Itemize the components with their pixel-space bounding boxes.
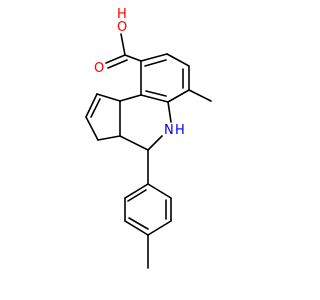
bond-c4-c3a xyxy=(119,135,149,151)
bond-ar-methyl xyxy=(188,89,212,102)
bond-tol-3 xyxy=(124,220,149,236)
bond-c2-c3 xyxy=(85,116,99,141)
bond-tol-1-inner xyxy=(127,189,147,202)
bonds xyxy=(85,33,212,269)
molecule-canvas: O H O N H xyxy=(85,7,212,269)
bond-ar-4 xyxy=(167,89,190,103)
bond-ar-2 xyxy=(166,53,190,67)
bond-c-ring xyxy=(124,54,142,62)
atom-labels: O H O N H xyxy=(94,7,185,138)
bond-ar-1-inner xyxy=(144,59,167,67)
hydroxyl-hydrogen-label: H xyxy=(117,7,127,22)
molecule-structure: O H O N H xyxy=(85,7,212,269)
nitrogen-label: N xyxy=(164,123,174,138)
bond-c1-c2-inner xyxy=(90,98,101,118)
bond-c1-c2 xyxy=(85,93,98,118)
nitrogen-hydrogen-label: H xyxy=(175,123,185,138)
bond-ar-5 xyxy=(140,94,169,103)
bond-ar-1 xyxy=(140,53,168,62)
bond-tol-6 xyxy=(147,183,172,199)
bond-n-c4 xyxy=(147,135,163,151)
bond-ar-5-inner xyxy=(145,90,167,97)
bond-tol-1 xyxy=(124,183,149,199)
bond-c3-c3a xyxy=(97,135,121,141)
bond-ar-n xyxy=(167,101,172,123)
bond-tol-4 xyxy=(147,220,172,236)
bond-tol-3-inner xyxy=(128,217,149,230)
bond-c9b-c1 xyxy=(96,93,121,102)
hydroxyl-oxygen-label: O xyxy=(117,20,127,35)
bond-c-oh xyxy=(120,33,126,56)
bond-c9b-ar xyxy=(119,94,142,102)
carbonyl-oxygen-label: O xyxy=(94,61,104,76)
bond-c-o-double-b xyxy=(107,59,128,69)
bond-c-o-double-a xyxy=(105,54,126,64)
